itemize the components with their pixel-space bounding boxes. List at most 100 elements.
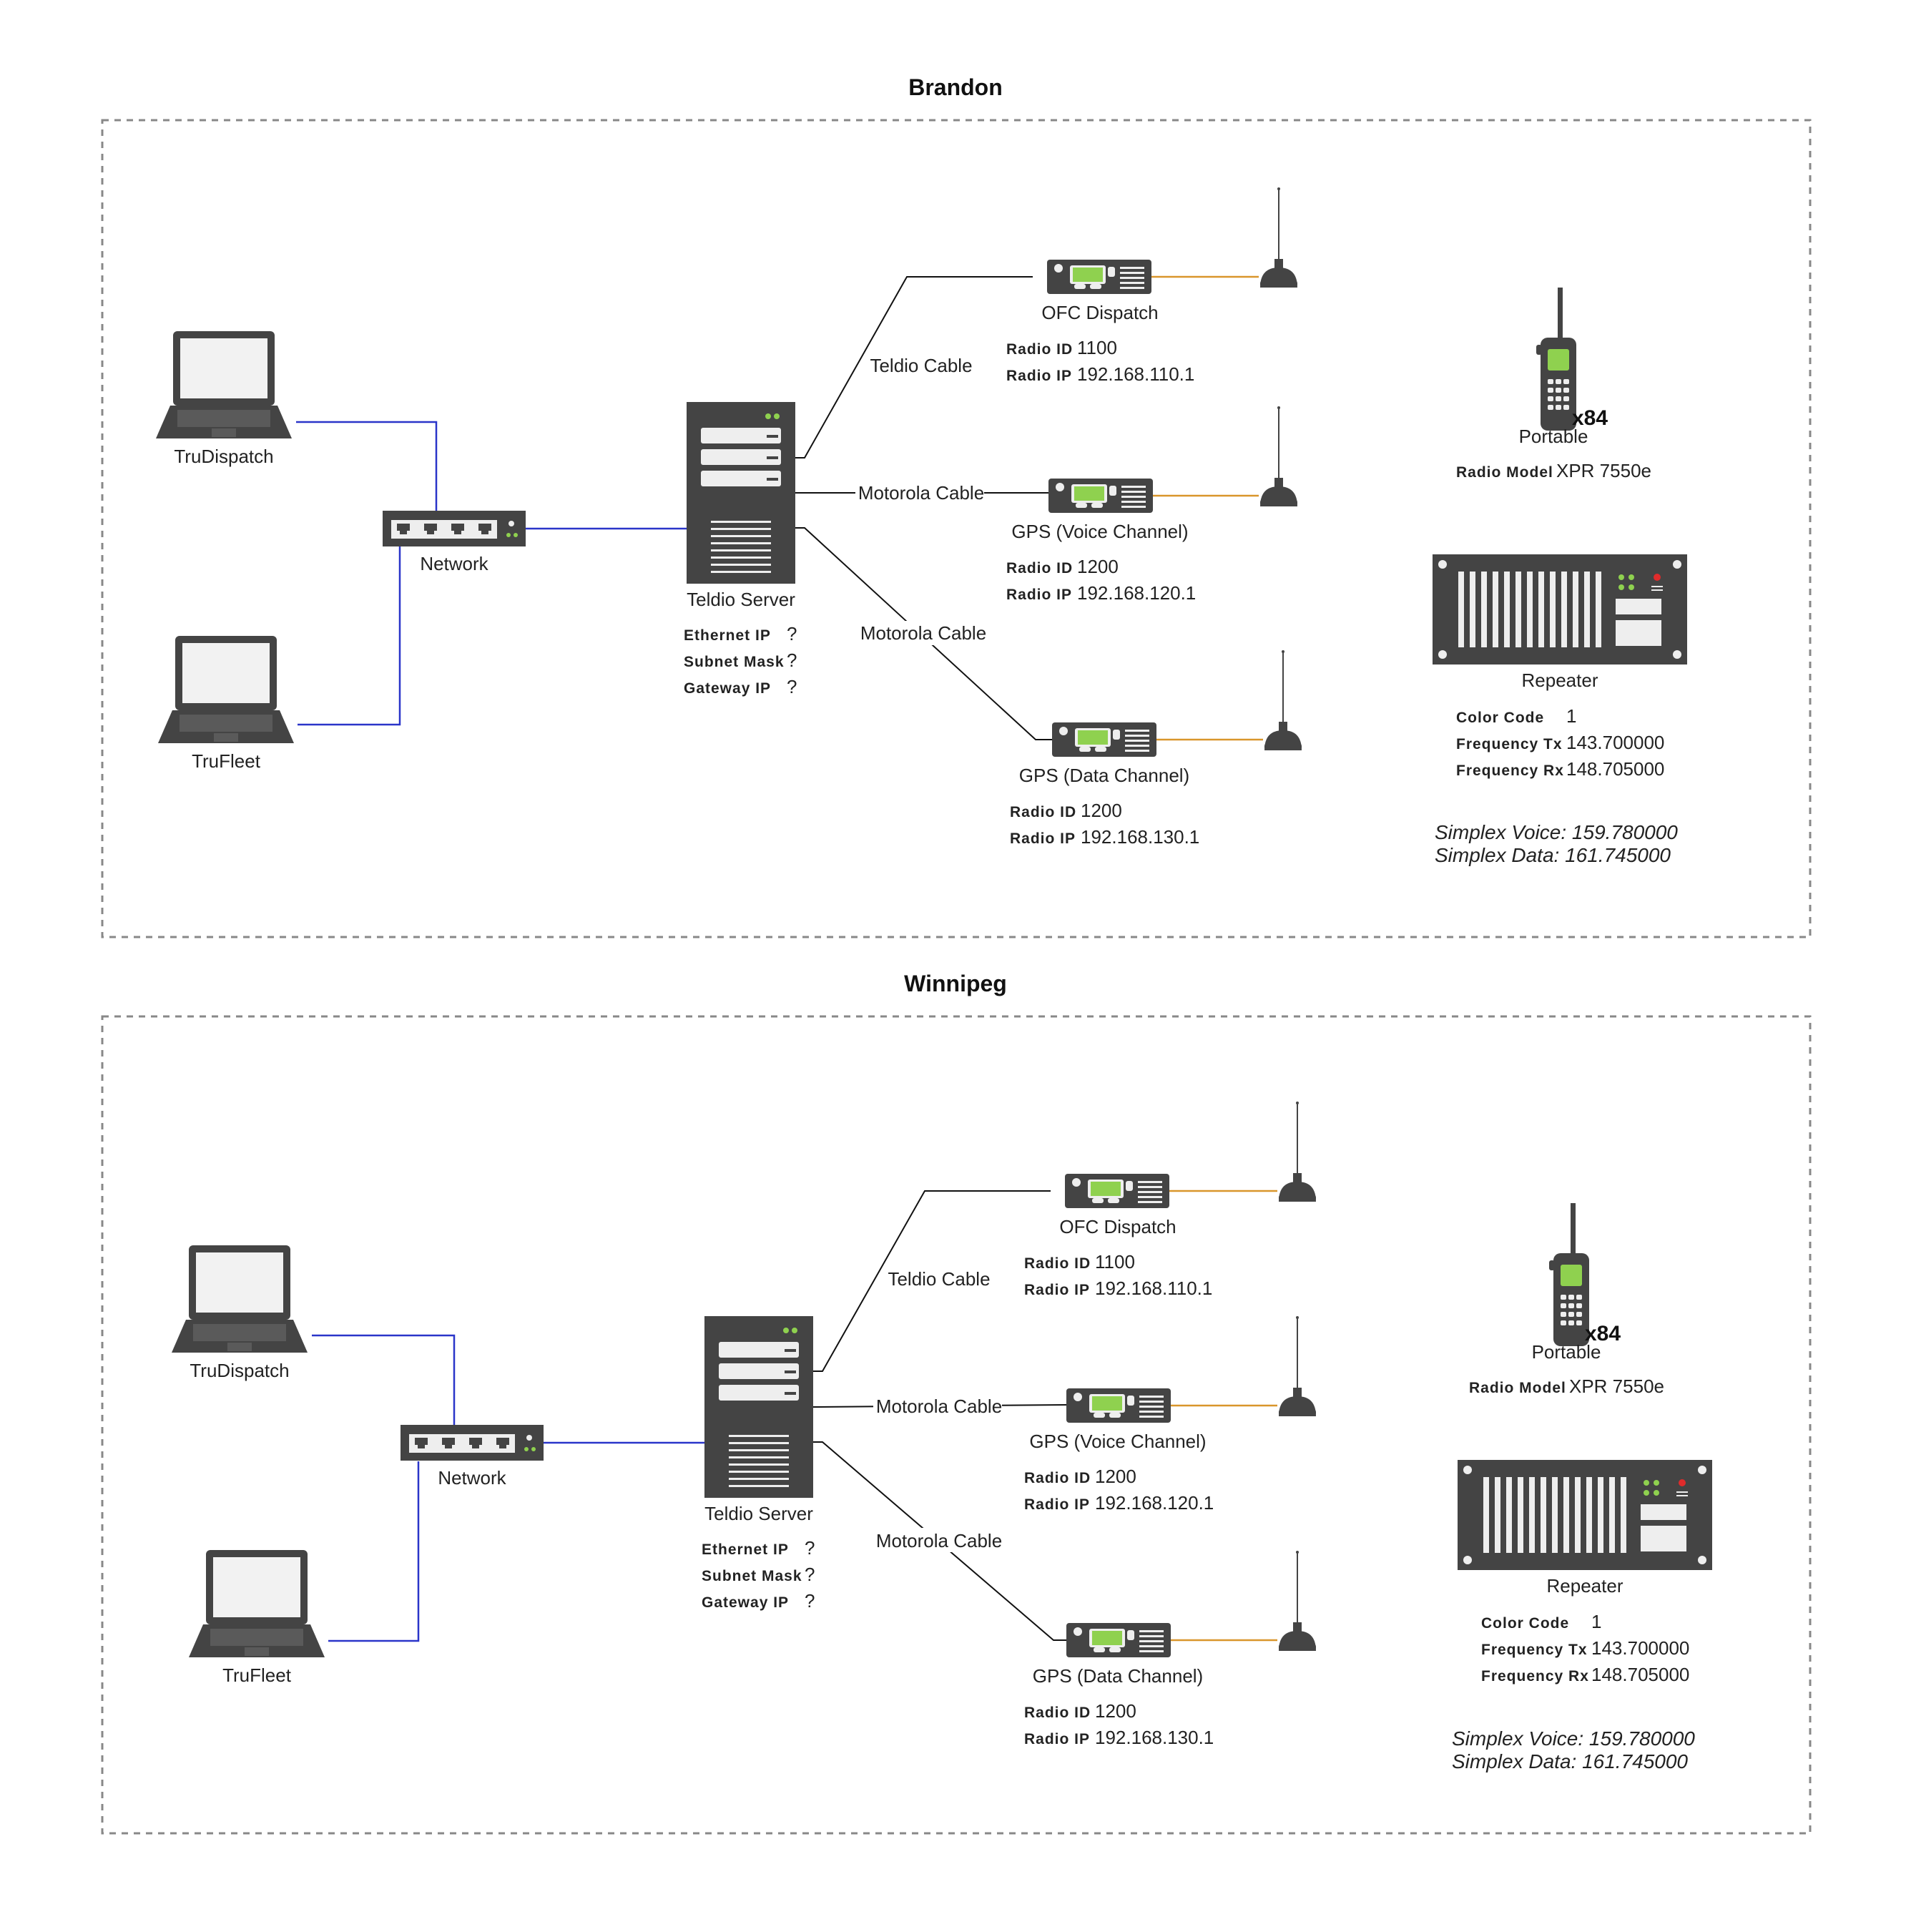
- portable-quantity: x84: [1572, 406, 1608, 430]
- cable-label: Motorola Cable: [876, 1530, 1002, 1551]
- server-field-key: Subnet Mask: [684, 654, 785, 670]
- radio-field-key: Radio IP: [1024, 1731, 1090, 1747]
- cable-label: Teldio Cable: [870, 355, 972, 376]
- radio-field-key: Radio ID: [1024, 1255, 1091, 1272]
- cable-link: [795, 276, 1033, 459]
- mobile-radio-icon: [1066, 1388, 1171, 1423]
- cable-label: Teldio Cable: [888, 1268, 990, 1290]
- repeater-field-value: 148.705000: [1591, 1664, 1689, 1685]
- radio-label: GPS (Voice Channel): [1029, 1431, 1206, 1452]
- repeater-label: Repeater: [1547, 1575, 1623, 1597]
- radio-field-value: 1200: [1095, 1466, 1136, 1487]
- portable-field-key: Radio Model: [1456, 464, 1553, 481]
- antenna-icon: [1259, 187, 1298, 288]
- ethernet-link: [296, 421, 438, 511]
- site-brandon: Brandon Teldio Cable Motorola Cable Moto…: [101, 74, 1812, 938]
- server-field-value: ?: [805, 1537, 815, 1559]
- repeater-field-value: 143.700000: [1566, 732, 1664, 753]
- antenna-icon: [1259, 406, 1298, 507]
- server-field-key: Gateway IP: [702, 1594, 789, 1611]
- mobile-radio-icon: [1066, 1623, 1171, 1657]
- network-label: Network: [438, 1467, 506, 1489]
- portable-quantity: x84: [1585, 1322, 1621, 1345]
- server-label: Teldio Server: [704, 1503, 813, 1524]
- radio-field-key: Radio IP: [1010, 830, 1076, 847]
- laptop-icon: [189, 1550, 325, 1657]
- repeater-field-value: 148.705000: [1566, 758, 1664, 780]
- radio-field-value: 1200: [1081, 800, 1122, 821]
- laptop-icon: [172, 1245, 308, 1353]
- server-field-value: ?: [787, 676, 797, 697]
- radio-field-key: Radio IP: [1024, 1282, 1090, 1298]
- radio-label: OFC Dispatch: [1041, 302, 1158, 323]
- portable-field-key: Radio Model: [1469, 1380, 1566, 1396]
- server-label: Teldio Server: [687, 589, 795, 610]
- radio-field-key: Radio ID: [1006, 560, 1073, 577]
- server-field-key: Ethernet IP: [684, 627, 771, 644]
- repeater-field-key: Color Code: [1456, 710, 1544, 726]
- repeater-field-key: Frequency Tx: [1481, 1642, 1588, 1658]
- ethernet-link: [328, 1461, 420, 1642]
- repeater-field-value: 143.700000: [1591, 1637, 1689, 1659]
- radio-field-key: Radio ID: [1024, 1705, 1091, 1721]
- client-label-trudispatch: TruDispatch: [174, 446, 273, 467]
- site-frame: [101, 1015, 1812, 1835]
- server-icon: [704, 1316, 813, 1498]
- mobile-radio-icon: [1047, 260, 1151, 294]
- ethernet-link: [312, 1334, 456, 1425]
- simplex-voice: Simplex Voice: 159.780000: [1452, 1727, 1695, 1750]
- radio-field-key: Radio IP: [1006, 587, 1072, 603]
- network-label: Network: [420, 553, 488, 574]
- ethernet-link: [298, 546, 401, 726]
- repeater-field-key: Frequency Rx: [1481, 1668, 1589, 1685]
- antenna-icon: [1278, 1550, 1317, 1652]
- cable-link: [813, 1190, 1051, 1372]
- radio-field-value: 192.168.120.1: [1095, 1492, 1214, 1514]
- radio-field-value: 1100: [1095, 1251, 1135, 1273]
- cable-label: Motorola Cable: [860, 622, 986, 644]
- server-field-value: ?: [805, 1590, 815, 1612]
- server-field-key: Ethernet IP: [702, 1541, 789, 1558]
- network-switch-icon: [401, 1425, 544, 1461]
- repeater-icon: [1433, 554, 1687, 665]
- mobile-radio-icon: [1048, 479, 1153, 513]
- repeater-field-key: Color Code: [1481, 1615, 1569, 1632]
- mobile-radio-icon: [1065, 1174, 1169, 1208]
- repeater-field-value: 1: [1566, 705, 1576, 727]
- radio-field-value: 1200: [1095, 1700, 1136, 1722]
- radio-label: GPS (Data Channel): [1019, 765, 1189, 786]
- radio-label: GPS (Voice Channel): [1011, 521, 1188, 542]
- site-title: Winnipeg: [904, 971, 1007, 996]
- portable-label: Portable: [1519, 426, 1588, 447]
- cable-label: Motorola Cable: [876, 1396, 1002, 1417]
- portable-radio-icon: [1549, 1203, 1589, 1346]
- antenna-icon: [1278, 1101, 1317, 1202]
- client-label-trufleet: TruFleet: [222, 1664, 292, 1686]
- simplex-voice: Simplex Voice: 159.780000: [1435, 821, 1678, 843]
- radio-field-value: 192.168.130.1: [1095, 1727, 1214, 1748]
- site-frame: [101, 119, 1812, 938]
- radio-field-value: 192.168.120.1: [1077, 582, 1196, 604]
- radio-field-key: Radio ID: [1010, 804, 1076, 820]
- laptop-icon: [158, 636, 294, 743]
- portable-field-value: XPR 7550e: [1556, 460, 1651, 481]
- radio-field-value: 192.168.110.1: [1077, 363, 1194, 385]
- radio-field-value: 1100: [1077, 337, 1117, 358]
- laptop-icon: [156, 331, 292, 438]
- portable-field-value: XPR 7550e: [1569, 1376, 1664, 1397]
- server-field-value: ?: [787, 649, 797, 671]
- repeater-field-key: Frequency Rx: [1456, 762, 1564, 779]
- antenna-icon: [1278, 1315, 1317, 1417]
- radio-label: OFC Dispatch: [1059, 1216, 1176, 1237]
- site-winnipeg: Winnipeg Teldio Cable Motorola Cable Mot…: [101, 971, 1812, 1835]
- portable-label: Portable: [1532, 1341, 1601, 1363]
- radio-field-value: 1200: [1077, 556, 1119, 577]
- network-switch-icon: [383, 511, 526, 546]
- server-field-value: ?: [805, 1564, 815, 1585]
- server-field-key: Gateway IP: [684, 680, 771, 697]
- antenna-icon: [1264, 649, 1302, 751]
- radio-field-key: Radio IP: [1006, 368, 1072, 384]
- radio-field-key: Radio ID: [1006, 341, 1073, 358]
